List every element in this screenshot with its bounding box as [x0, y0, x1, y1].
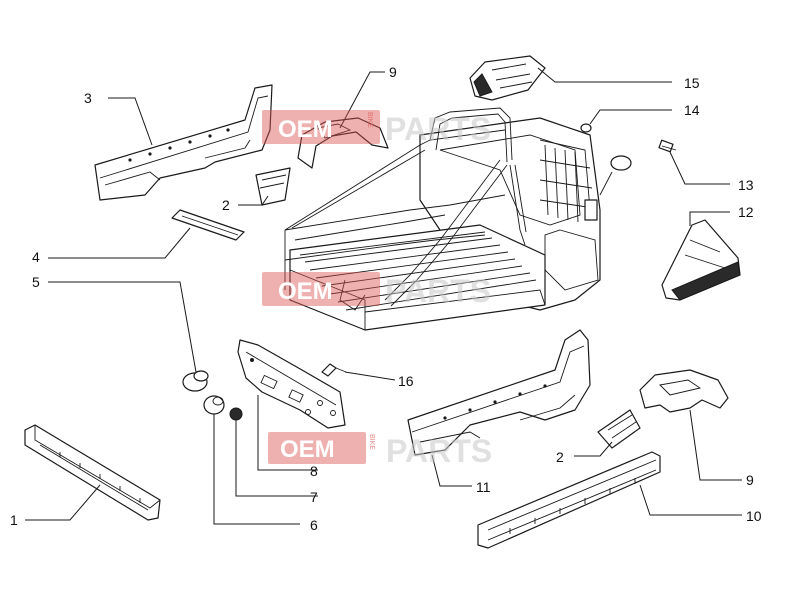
leader-lines	[25, 67, 742, 525]
part-8-bracket-plate	[237, 339, 346, 429]
part-6-plug	[203, 395, 225, 415]
svg-text:BIKE: BIKE	[366, 112, 373, 128]
callout-14: 14	[684, 102, 700, 118]
callout-9b: 9	[746, 472, 754, 488]
callout-2b: 2	[556, 449, 564, 465]
svg-text:OEM: OEM	[278, 278, 333, 305]
watermark-upper: OEM BIKE PARTS	[262, 110, 491, 147]
part-15-top-plate	[469, 55, 546, 101]
part-9-upper-mudguard	[297, 117, 389, 169]
vehicle-body	[284, 107, 632, 331]
callout-16: 16	[398, 373, 414, 389]
callout-6: 6	[310, 517, 318, 533]
part-3-left-frame-member	[94, 84, 273, 201]
callout-13: 13	[738, 177, 754, 193]
part-11-right-frame-member	[407, 329, 591, 456]
part-14-nut	[580, 123, 592, 133]
svg-text:OEM: OEM	[278, 116, 333, 143]
svg-text:PARTS: PARTS	[385, 111, 491, 147]
part-16-spring-clip	[321, 363, 347, 377]
svg-text:BIKE: BIKE	[368, 434, 375, 450]
svg-text:PARTS: PARTS	[386, 433, 492, 469]
callout-11: 11	[476, 479, 491, 495]
callout-labels: 3 2 9 4 5 15 14 13 12 16 8 7 6 1 11 2 9 …	[10, 64, 762, 533]
part-5-rubber-cap	[182, 370, 209, 392]
callout-12: 12	[738, 204, 754, 220]
part-7-clip	[229, 407, 243, 421]
callout-7: 7	[310, 489, 318, 505]
part-2-upper-bracket	[255, 167, 291, 206]
callout-3: 3	[84, 90, 92, 106]
part-2-lower-bracket	[597, 409, 641, 449]
part-9-lower-mudguard	[639, 369, 729, 413]
watermark-lower: OEM BIKE PARTS	[268, 432, 492, 469]
watermark-middle: OEM PARTS	[262, 272, 491, 309]
part-10-right-sill	[477, 451, 661, 549]
callout-2a: 2	[222, 197, 230, 213]
callout-1: 1	[10, 512, 18, 528]
part-4-strip	[171, 209, 245, 241]
callout-5: 5	[32, 274, 40, 290]
callout-15: 15	[684, 75, 700, 91]
part-12-step-plate	[661, 219, 741, 301]
callout-10: 10	[746, 508, 762, 524]
callout-8: 8	[310, 463, 318, 479]
svg-text:OEM: OEM	[280, 436, 335, 463]
part-13-bolt	[658, 139, 677, 153]
callout-4: 4	[32, 249, 40, 265]
part-1-left-sill	[24, 424, 161, 521]
callout-9a: 9	[389, 64, 397, 80]
svg-text:PARTS: PARTS	[385, 273, 491, 309]
